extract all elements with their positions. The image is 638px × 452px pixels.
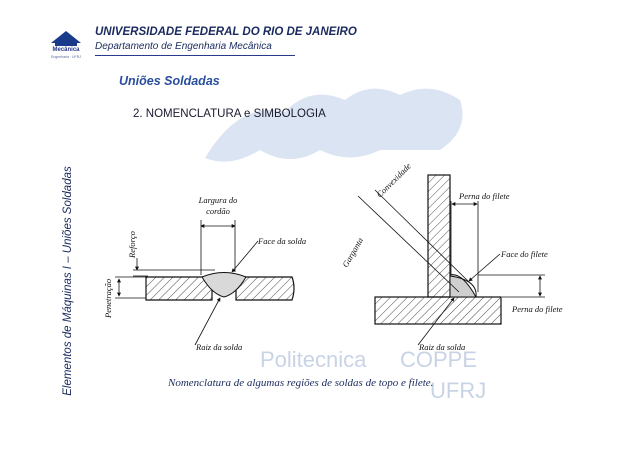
fillet-base-plate	[374, 296, 502, 325]
watermark-coppe: COPPE	[400, 347, 477, 372]
label-fillet-root: Raiz da solda	[418, 342, 465, 352]
label-convexity: Convexidade	[374, 161, 413, 200]
fillet-weld-figure	[357, 174, 545, 346]
label-butt-root: Raiz da solda	[195, 342, 242, 352]
university-logo	[45, 27, 87, 69]
figure-caption: Nomenclatura de algumas regiões de solda…	[168, 377, 434, 389]
butt-weld-figure	[115, 220, 295, 346]
header-divider	[95, 55, 295, 56]
department-name: Departamento de Engenharia Mecânica	[95, 41, 272, 52]
fillet-vertical-plate	[427, 174, 451, 298]
section-title: Uniões Soldadas	[119, 74, 220, 88]
label-reinforcement: Reforço	[127, 231, 137, 259]
logo-tagline: Engenharia · UFRJ	[51, 55, 81, 59]
label-width-line2: cordão	[206, 206, 230, 216]
label-leg-top: Perna do filete	[458, 191, 510, 201]
watermark-graphic	[205, 88, 463, 162]
watermark-politecnica: Politecnica	[260, 347, 367, 372]
watermark-ufrj: UFRJ	[430, 378, 486, 403]
label-penetration: Penetração	[103, 279, 113, 319]
label-leg-right: Perna do filete	[511, 304, 563, 314]
label-fillet-face: Face do filete	[500, 249, 548, 259]
label-width-line1: Largura do	[198, 195, 238, 205]
logo-name: Mecânica	[52, 47, 80, 53]
slide-subtitle: 2. NOMENCLATURA e SIMBOLOGIA	[133, 108, 326, 120]
label-throat: Garganta	[340, 236, 365, 269]
butt-weld-bead	[201, 272, 247, 298]
convexity-line	[374, 189, 470, 283]
logo-roof-icon	[51, 31, 81, 43]
university-name: UNIVERSIDADE FEDERAL DO RIO DE JANEIRO	[95, 26, 357, 38]
butt-right-plate	[235, 276, 295, 301]
butt-left-plate	[145, 276, 213, 301]
throat-line	[357, 195, 460, 293]
label-butt-face: Face da solda	[257, 236, 306, 246]
